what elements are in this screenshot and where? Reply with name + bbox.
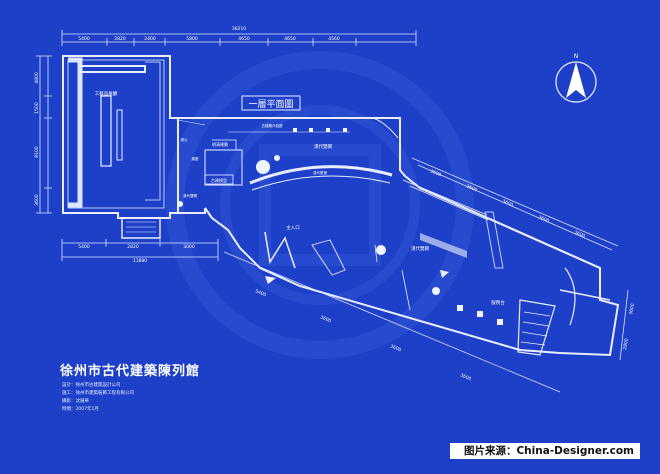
room-office: 辦公 <box>181 137 188 142</box>
dim-bottom-3: 3000 <box>183 244 195 250</box>
dim-left-3: 8100 <box>34 146 40 158</box>
room-han-right: 漢代雙闕 <box>411 245 429 252</box>
dim-top-5: 4650 <box>238 36 250 42</box>
dim-top-4: 5800 <box>186 36 198 42</box>
dim-top-total: 36210 <box>232 26 246 32</box>
dim-diag-3: 3600 <box>501 198 514 208</box>
labels: 一層平面圖 N 工藝品展廳 主入口 漢代雙闕 漢代雙闕 明清建築 古建模型 服務… <box>95 53 579 306</box>
room-service: 服務台 <box>491 299 505 306</box>
room-exhibit: 展廳 <box>192 156 199 161</box>
dim-bottom-total: 11880 <box>133 258 147 264</box>
dim-diag-b3: 3600 <box>389 343 402 353</box>
walls <box>62 55 620 357</box>
dim-top-1: 5400 <box>78 36 90 42</box>
dim-diag-1: 3600 <box>429 168 442 178</box>
dim-top-6: 4650 <box>284 36 296 42</box>
dim-diag-2: 3600 <box>465 183 478 193</box>
plan-label-box <box>241 95 301 111</box>
dim-right-1: 3600 <box>628 303 636 315</box>
watermark-emblem <box>166 51 474 359</box>
dimension-lines <box>36 30 629 393</box>
plan-label: 一層平面圖 <box>248 99 293 110</box>
info-photo: 攝影：沈展華 <box>62 399 89 404</box>
room-han-center: 漢代雙闕 <box>314 143 332 150</box>
dim-bottom-2: 2820 <box>127 244 139 250</box>
dim-top-2: 2820 <box>114 36 126 42</box>
dim-diag-4: 3600 <box>537 214 550 224</box>
north-label: N <box>574 53 579 60</box>
info-design: 設計：徐州市古建築設計公司 <box>62 383 121 388</box>
drawing-title: 徐州市古代建築陳列館 <box>60 364 201 379</box>
dim-top-7: 4560 <box>328 36 340 42</box>
dimension-text: 36210 5400 2820 2400 5800 4650 4650 4560… <box>34 26 636 382</box>
dim-diag-b1: 5400 <box>254 288 267 298</box>
info-construction: 施工：徐州市建築裝飾工程有限公司 <box>62 391 134 396</box>
dim-left-2: 1500 <box>34 102 40 114</box>
room-ming-qing: 明清建築 <box>212 141 228 147</box>
dim-right-2: 2800 <box>622 338 630 350</box>
north-arrow <box>555 61 597 103</box>
room-wall: 漢代壁畫 <box>313 170 327 175</box>
room-screen: 古建築介紹廳 <box>262 123 283 128</box>
dim-left-4: 3600 <box>34 194 40 206</box>
dim-diag-b2: 3600 <box>319 314 332 324</box>
room-craft: 工藝品展廳 <box>95 90 118 97</box>
dim-left-1: 4800 <box>34 72 40 84</box>
dim-top-3: 2400 <box>144 36 156 42</box>
room-han-left: 漢代雙闕 <box>183 193 197 198</box>
model-label-box <box>204 174 234 185</box>
image-credit: 图片来源：China-Designer.com <box>450 443 640 459</box>
dim-diag-5: 3600 <box>573 229 586 239</box>
room-model: 古建模型 <box>211 177 227 183</box>
info-date: 時間：2007年1月 <box>62 407 99 412</box>
fixtures <box>177 128 503 325</box>
dim-bottom-1: 5400 <box>78 244 90 250</box>
dim-diag-b4: 3600 <box>459 372 472 382</box>
room-entrance: 主入口 <box>286 224 300 231</box>
